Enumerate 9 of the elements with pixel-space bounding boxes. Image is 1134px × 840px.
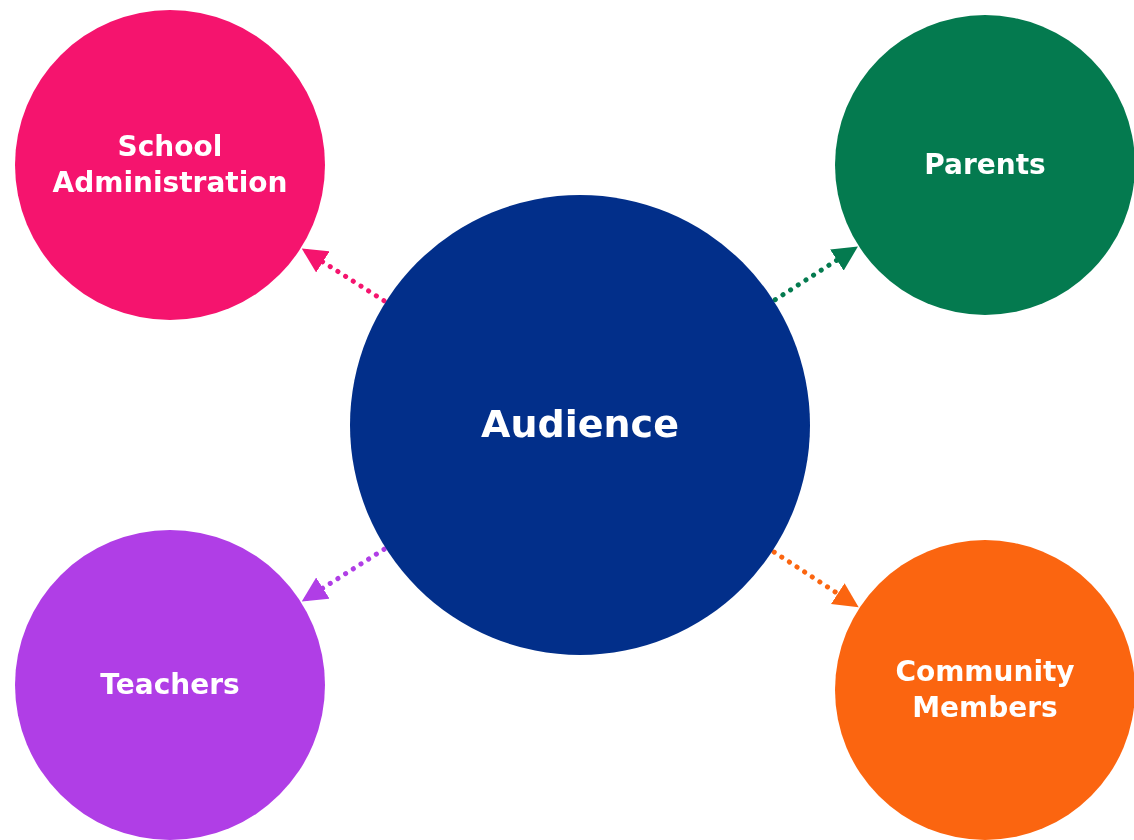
dotted-arrow [301,248,387,304]
dotted-arrow [772,246,858,303]
dotted-arrow [771,549,859,608]
node-label: Audience [481,401,679,449]
node-label: Parents [924,146,1046,183]
node-label: Community Members [894,653,1076,726]
node-label: School Administration [51,128,289,201]
node-label: Teachers [100,666,240,703]
dotted-arrow [301,546,387,602]
